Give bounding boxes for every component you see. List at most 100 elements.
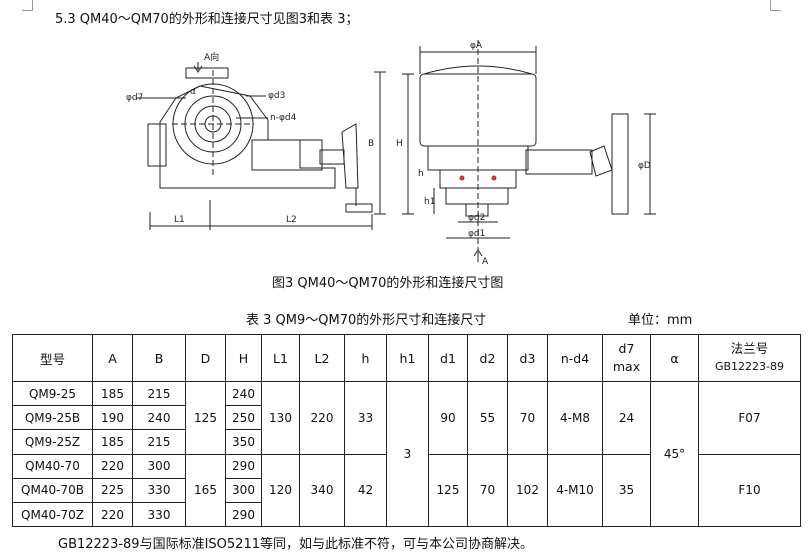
b-cell: 330	[132, 501, 186, 528]
unit-label: 单位：mm	[628, 313, 693, 328]
col-header-h-total: H	[225, 334, 262, 382]
col-header-h: h	[344, 334, 387, 382]
table-caption: 表 3 QM9～QM70的外形尺寸和连接尺寸	[246, 313, 487, 328]
d7-cell: 35	[602, 453, 651, 528]
col-header-alpha: α	[650, 334, 699, 382]
b-cell: 300	[132, 453, 186, 479]
col-header-d7: d7 max	[602, 334, 651, 382]
b-cell: 215	[132, 429, 186, 455]
front-view-side-shaft	[525, 149, 593, 175]
d7-cell: 24	[602, 381, 651, 455]
h-label: h	[418, 169, 424, 179]
l2-cell: 220	[299, 381, 345, 455]
col-header-d2: d2	[467, 334, 508, 382]
h-total-cell: 300	[225, 477, 262, 503]
l1-cell: 130	[261, 381, 300, 455]
flange-cell: F10	[698, 453, 801, 528]
phi-a-label: φA	[470, 41, 483, 51]
nd4-cell: 4-M8	[547, 381, 603, 455]
h-cell: 42	[344, 453, 387, 528]
side-view-cable-gland	[147, 123, 167, 167]
spec-table: 型号 A B D H L1 L2 h h1 d1 d2 d3 n-d4 d7 m…	[12, 334, 801, 528]
model-cell: QM9-25	[12, 380, 93, 407]
flange-header-bottom: GB12223-89	[714, 360, 785, 373]
a-arrow-head	[473, 249, 483, 257]
dimension-drawing: A向 φd7 α φd3 n-φd4 B L1 L2 φA H h h1 φd2…	[126, 40, 656, 267]
col-header-d1: d1	[428, 334, 468, 382]
col-header-model: 型号	[12, 334, 93, 382]
side-view-handwheel-base	[345, 203, 373, 213]
front-view-flange	[445, 187, 509, 205]
table-row: QM40-70B 225 330 300	[12, 477, 801, 503]
a-cell: 220	[92, 501, 133, 528]
col-header-d: D	[185, 334, 226, 382]
l2-cell: 340	[299, 453, 345, 528]
d7-label: φd7	[126, 93, 143, 103]
h-total-cell: 290	[225, 501, 262, 528]
col-header-a: A	[92, 334, 133, 382]
front-view-spigot	[465, 203, 489, 217]
d2-cell: 70	[467, 453, 508, 528]
d1-cell: 125	[428, 453, 468, 528]
a-arrow-label: A	[482, 257, 489, 267]
table-row: QM40-70Z 220 330 290	[12, 501, 801, 528]
flange-header-top: 法兰号	[730, 341, 769, 356]
l2-label: L2	[286, 215, 297, 225]
h-cell: 33	[344, 381, 387, 455]
h1-cell: 3	[386, 380, 429, 528]
model-cell: QM40-70B	[12, 477, 93, 503]
col-header-nd4: n-d4	[547, 334, 603, 382]
h-total-cell: 350	[225, 429, 262, 455]
col-header-h1: h1	[386, 334, 429, 382]
side-view-top-cap	[185, 67, 229, 79]
l1-label: L1	[174, 215, 185, 225]
a-cell: 185	[92, 380, 133, 407]
model-cell: QM40-70Z	[12, 501, 93, 528]
side-view-shaft	[319, 149, 345, 165]
margin-corner-mark	[22, 0, 33, 11]
col-header-d3: d3	[507, 334, 548, 382]
h-total-cell: 250	[225, 405, 262, 431]
table-row: QM40-70 220 300 165 290 120 340 42 125 7…	[12, 453, 801, 528]
front-view-cover-top	[423, 65, 533, 75]
h-total-cell: 290	[225, 453, 262, 479]
nd4-cell: 4-M10	[547, 453, 603, 528]
d-cell: 165	[185, 453, 226, 528]
a-cell: 225	[92, 477, 133, 503]
nd4-label: n-φd4	[270, 113, 297, 123]
a-cell: 220	[92, 453, 133, 479]
b-label: B	[368, 139, 374, 149]
alpha-label: α	[190, 87, 196, 97]
view-a-label: A向	[204, 51, 219, 63]
margin-corner-mark	[770, 0, 781, 11]
alpha-cell: 45°	[650, 380, 699, 528]
d1-label: φd1	[468, 229, 485, 239]
table-header-row: 型号 A B D H L1 L2 h h1 d1 d2 d3 n-d4 d7 m…	[12, 334, 801, 382]
a-cell: 190	[92, 405, 133, 431]
d3-label: φd3	[268, 91, 285, 101]
h1-label: h1	[424, 197, 435, 207]
d7-header-top: d7	[618, 341, 635, 356]
model-cell: QM9-25B	[12, 405, 93, 431]
col-header-l1: L1	[261, 334, 300, 382]
figure-caption: 图3 QM40～QM70的外形和连接尺寸图	[272, 276, 504, 291]
b-cell: 215	[132, 380, 186, 407]
b-cell: 240	[132, 405, 186, 431]
model-cell: QM9-25Z	[12, 429, 93, 455]
front-view-handwheel-disc	[611, 113, 629, 215]
d7-header-bottom: max	[612, 359, 641, 374]
footnote: GB12223-89与国际标准ISO5211等同，如与此标准不符，可与本公司协商…	[58, 537, 533, 552]
d3-cell: 102	[507, 453, 548, 528]
col-header-flange: 法兰号 GB12223-89	[698, 334, 801, 382]
col-header-l2: L2	[299, 334, 345, 382]
d-cell: 125	[185, 381, 226, 455]
table-row: QM9-25 185 215 125 240 130 220 33 3 90 5…	[12, 380, 801, 528]
view-a-arrow-head	[193, 65, 203, 73]
a-cell: 185	[92, 429, 133, 455]
side-view-housing-outline	[159, 85, 336, 189]
section-heading: 5.3 QM40～QM70的外形和连接尺寸见图3和表 3；	[55, 12, 359, 27]
col-header-b: B	[132, 334, 186, 382]
flange-cell: F07	[698, 381, 801, 455]
d1-cell: 90	[428, 381, 468, 455]
d2-label: φd2	[468, 213, 485, 223]
